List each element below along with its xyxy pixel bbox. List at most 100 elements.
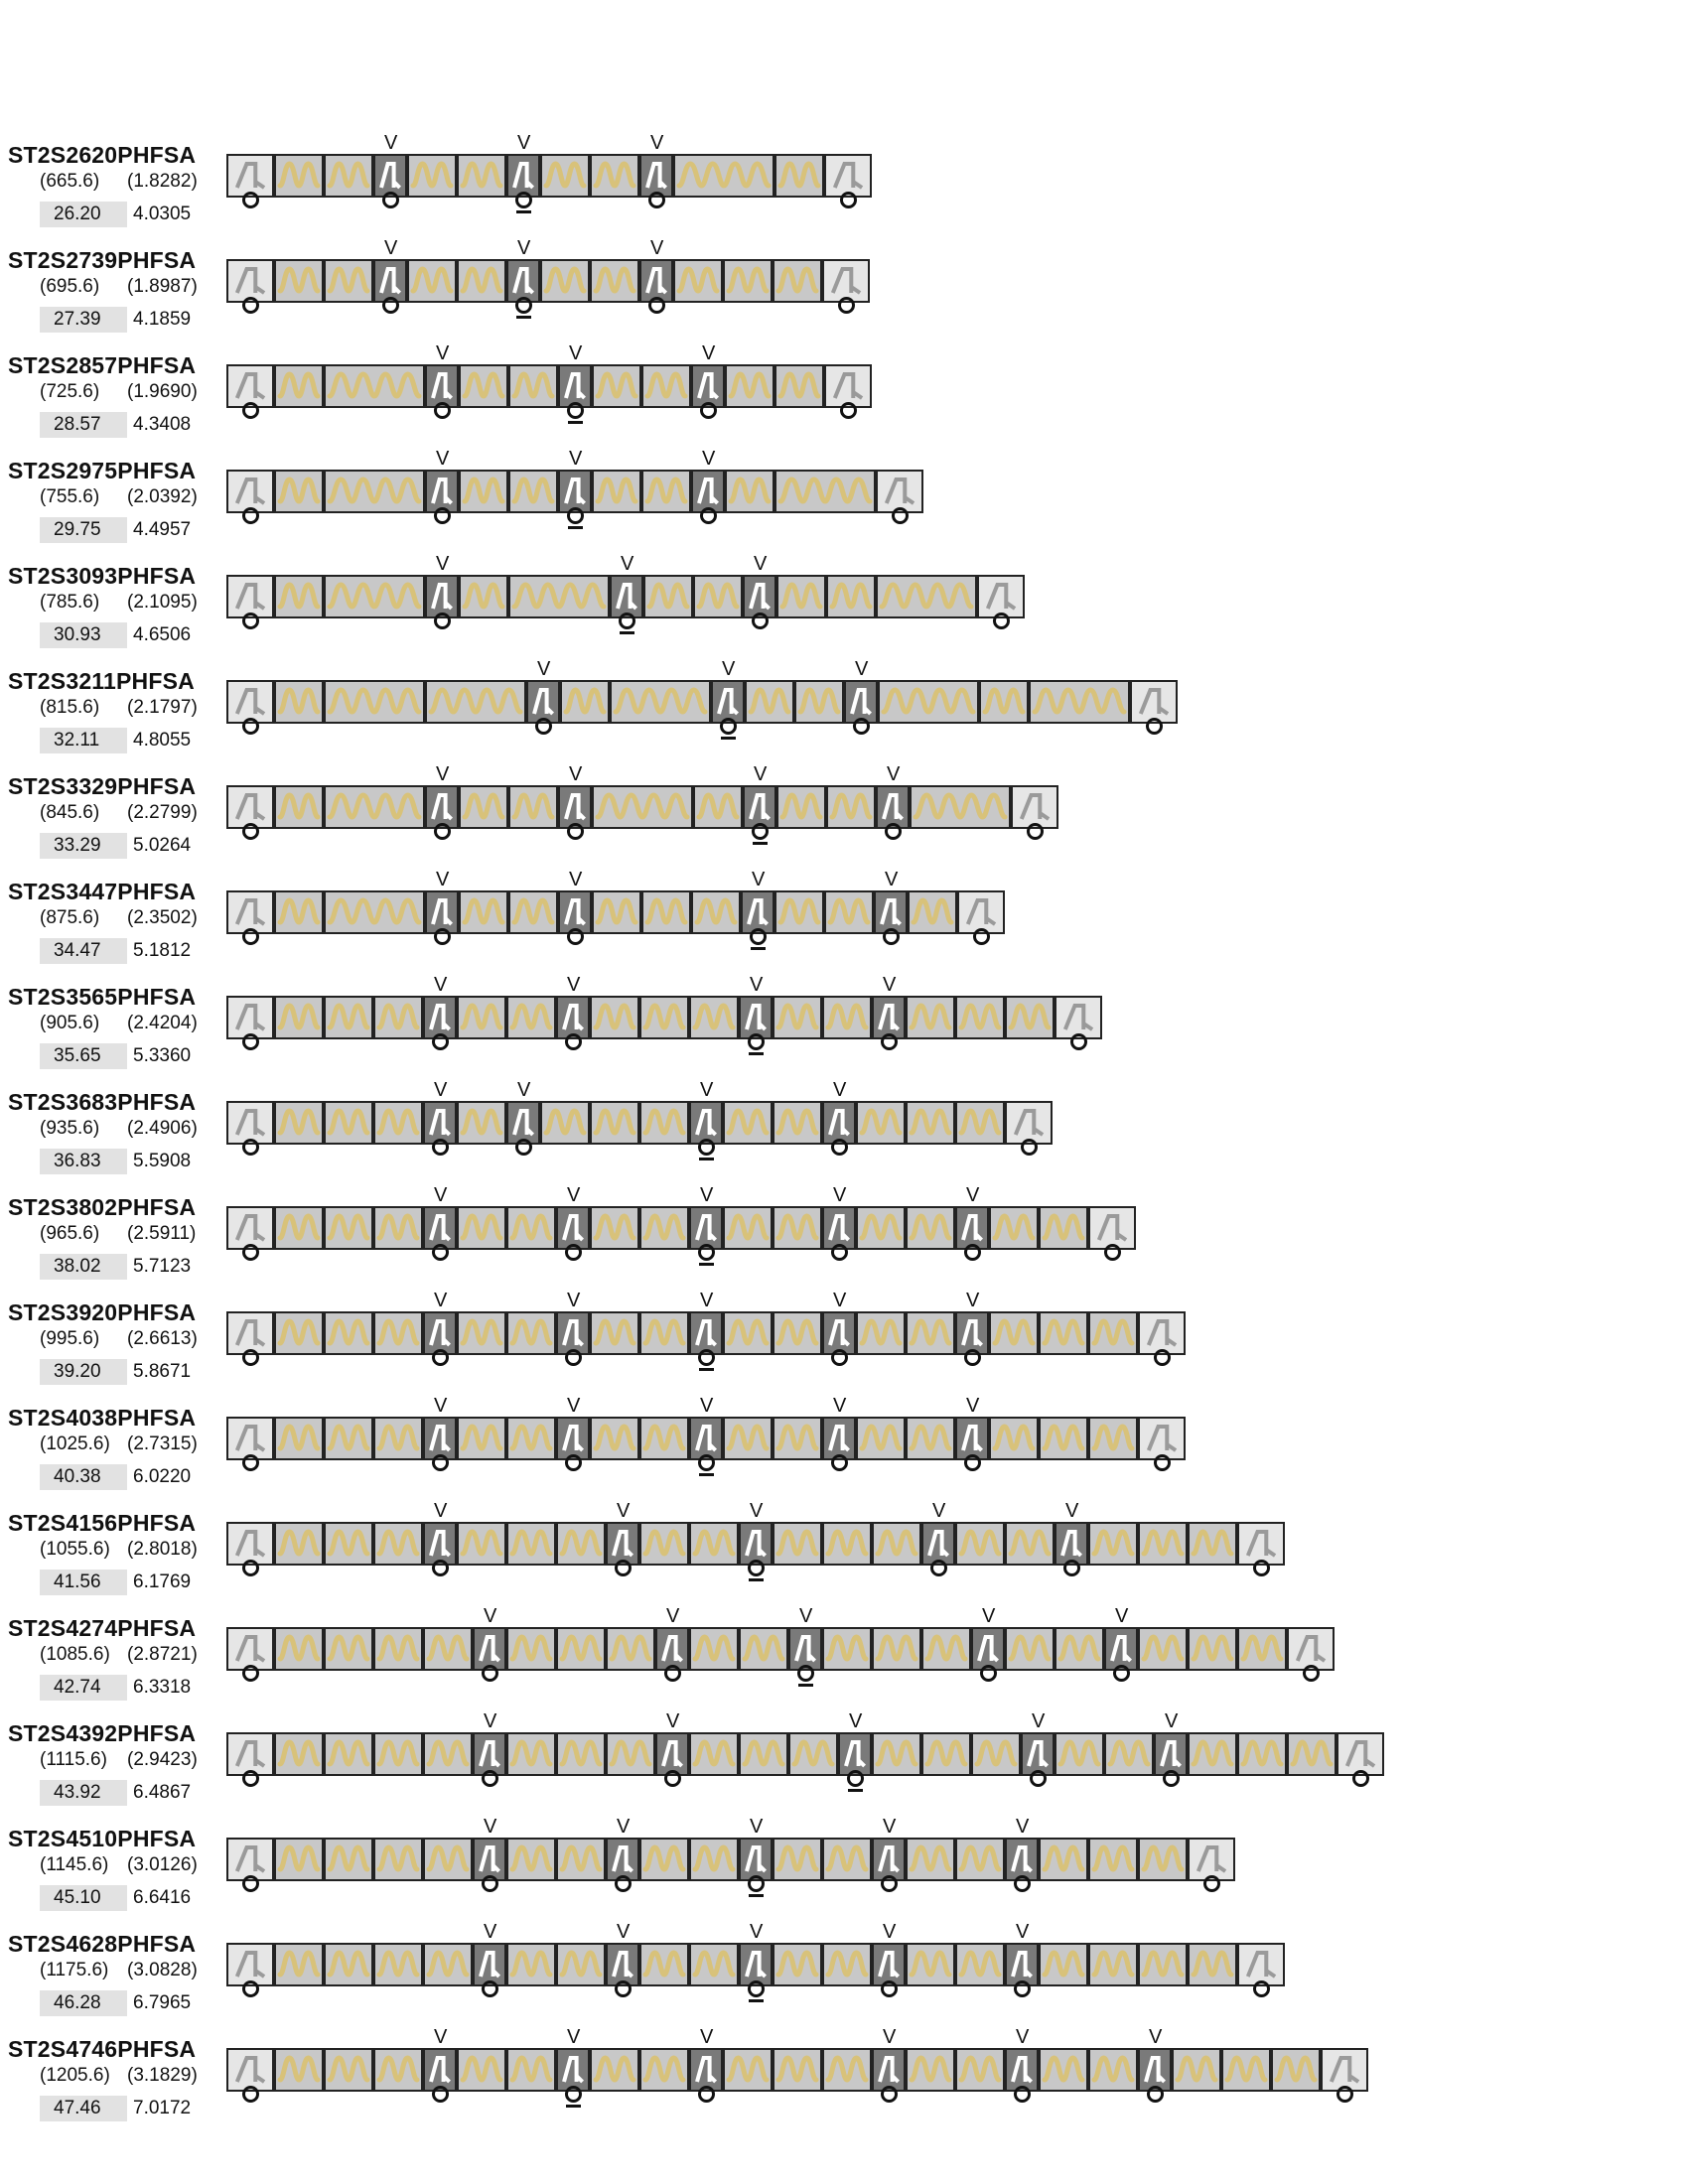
v-mark: V (1065, 1500, 1079, 1522)
v-mark: V (700, 1290, 714, 1311)
o-mark (881, 1980, 898, 1997)
o-mark (1352, 1770, 1369, 1787)
v-mark: V (1016, 1921, 1030, 1943)
terminal-block (226, 1838, 274, 1881)
repeat-block (324, 575, 425, 618)
mass-value: (1115.6) (40, 1749, 107, 1770)
o-mark (980, 1665, 997, 1682)
o-mark (840, 192, 857, 208)
terminal-block (226, 154, 274, 198)
linker-block (556, 1206, 590, 1250)
repeat-block (606, 1732, 655, 1776)
repeat-block (457, 1522, 506, 1566)
repeat-block (556, 1627, 606, 1671)
linker-block (691, 470, 725, 513)
linker-block (423, 2048, 457, 2092)
repeat-block (274, 1206, 324, 1250)
o-mark (567, 823, 584, 840)
v-mark: V (567, 1290, 581, 1311)
repeat-block (723, 1311, 773, 1355)
repeat-block (274, 1627, 324, 1671)
underlined-o-mark (619, 613, 635, 634)
o-mark (242, 507, 259, 524)
ratio-value: (3.0828) (127, 1960, 198, 1980)
repeat-block (776, 785, 826, 829)
v-mark: V (966, 1184, 980, 1206)
linker-block (610, 575, 643, 618)
v-mark: V (621, 553, 634, 575)
o-mark (482, 1770, 498, 1787)
o-mark (242, 823, 259, 840)
repeat-block (906, 1206, 955, 1250)
repeat-block (1138, 1943, 1188, 1986)
repeat-block (773, 1101, 822, 1145)
o-mark (432, 1139, 449, 1156)
repeat-block (1039, 1206, 1088, 1250)
o-mark (565, 1033, 582, 1050)
v-mark: V (436, 553, 450, 575)
repeat-block (459, 575, 508, 618)
repeat-block (1237, 1732, 1287, 1776)
repeat-block (639, 1943, 689, 1986)
repeat-block (274, 575, 324, 618)
ratio-value: (2.1797) (127, 697, 198, 718)
linker-block (1104, 1627, 1138, 1671)
construct-name: ST2S2739PHFSA (8, 247, 197, 273)
repeat-block (457, 259, 506, 303)
construct-name: ST2S4392PHFSA (8, 1720, 197, 1746)
secondary-metric-value: 5.3360 (133, 1045, 192, 1066)
repeat-block (274, 2048, 324, 2092)
v-mark: V (833, 1290, 847, 1311)
underlined-o-mark (515, 297, 532, 319)
o-mark (1146, 718, 1163, 735)
mass-value: (1055.6) (40, 1539, 110, 1560)
repeat-block (1039, 1838, 1088, 1881)
linker-block (689, 2048, 723, 2092)
repeat-block (274, 1838, 324, 1881)
repeat-block (407, 154, 457, 198)
underlined-o-mark (698, 1454, 715, 1476)
ratio-value: (2.3502) (127, 907, 198, 928)
underlined-o-mark (748, 1033, 765, 1055)
v-mark: V (932, 1500, 946, 1522)
terminal-block (1336, 1732, 1384, 1776)
v-mark: V (883, 1816, 897, 1838)
ratio-value: (2.8721) (127, 1644, 198, 1665)
metric-value: 33.29 (40, 833, 127, 859)
repeat-block (822, 996, 872, 1039)
v-mark: V (434, 1079, 448, 1101)
repeat-block (274, 1943, 324, 1986)
repeat-block (1188, 1732, 1237, 1776)
repeat-block (274, 1101, 324, 1145)
repeat-block (606, 1627, 655, 1671)
o-mark (382, 192, 399, 208)
v-mark: V (617, 1500, 631, 1522)
o-mark (615, 1875, 632, 1892)
repeat-block (506, 1732, 556, 1776)
linker-block (425, 785, 459, 829)
v-mark: V (1165, 1710, 1179, 1732)
repeat-block (773, 2048, 822, 2092)
o-mark (242, 613, 259, 629)
repeat-block (639, 1417, 689, 1460)
linker-block (1055, 1522, 1088, 1566)
repeat-block (745, 680, 794, 724)
v-mark: V (700, 2026, 714, 2048)
repeat-block (693, 575, 743, 618)
repeat-block (556, 1838, 606, 1881)
o-mark (964, 1349, 981, 1366)
repeat-block (689, 1627, 739, 1671)
repeat-block (324, 154, 373, 198)
repeat-block (508, 785, 558, 829)
repeat-block (590, 2048, 639, 2092)
v-mark: V (885, 869, 899, 890)
v-mark: V (849, 1710, 863, 1732)
o-mark (700, 507, 717, 524)
repeat-block (274, 1417, 324, 1460)
o-mark (885, 823, 902, 840)
repeat-block (459, 470, 508, 513)
